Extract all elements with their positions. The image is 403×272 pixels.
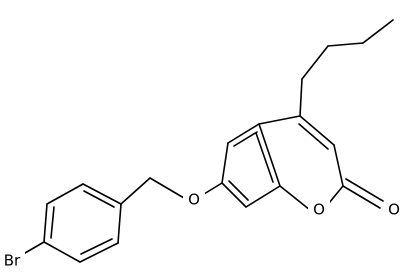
atom-labels: O O O Br xyxy=(0,189,403,271)
bond-c7-c8a xyxy=(245,185,281,208)
bond-c4a-c5-inner xyxy=(233,131,258,147)
bond-o-ch2 xyxy=(149,177,185,199)
bond-ar-3-inner xyxy=(50,206,55,239)
bond-c4-c3-inner xyxy=(298,123,329,150)
ether-linkage xyxy=(120,177,223,205)
bond-c6-c7 xyxy=(221,182,247,208)
bond-c4-c4a xyxy=(258,115,301,125)
bond-ch2-ring xyxy=(120,177,151,205)
bond-c8a-c4a-inner xyxy=(255,132,274,183)
bond-c6-o xyxy=(203,182,223,195)
bond-c2-o1 xyxy=(328,185,344,204)
bond-ar-2 xyxy=(46,183,84,205)
carbonyl-oxygen-label: O xyxy=(388,201,400,219)
bond-o1-c8a xyxy=(279,185,311,211)
bond-chain-3 xyxy=(301,45,329,80)
bond-c3-c2 xyxy=(333,144,344,187)
bromophenyl-ring xyxy=(24,183,122,263)
bond-c6-c7-inner xyxy=(228,180,249,201)
bromine-label: Br xyxy=(4,252,21,270)
bond-chain-1 xyxy=(362,19,394,44)
bond-chain-4 xyxy=(299,78,303,117)
carbonyl-group xyxy=(342,178,384,209)
bond-c5-c6 xyxy=(221,142,229,184)
bond-ar-1 xyxy=(82,183,122,205)
bond-ar-1-inner xyxy=(83,190,115,208)
bond-c4a-c5 xyxy=(227,123,260,144)
bond-c-br xyxy=(24,241,45,254)
benzo-ring xyxy=(221,123,281,208)
bond-ar-5 xyxy=(79,242,119,263)
bond-c8a-c4a xyxy=(258,123,281,187)
bond-ar-5-inner xyxy=(80,238,113,255)
bond-carbonyl-2 xyxy=(345,178,384,202)
bond-ar-6 xyxy=(117,203,122,244)
bond-c4-c3 xyxy=(299,115,335,146)
butyl-chain xyxy=(299,19,394,117)
ring-oxygen-label: O xyxy=(313,201,325,219)
bond-chain-2 xyxy=(327,42,364,47)
bond-carbonyl-1 xyxy=(342,185,381,209)
bond-ar-4 xyxy=(43,241,81,263)
ether-oxygen-label: O xyxy=(188,191,200,209)
bond-ar-3 xyxy=(43,203,48,243)
pyranone-ring xyxy=(258,115,344,211)
